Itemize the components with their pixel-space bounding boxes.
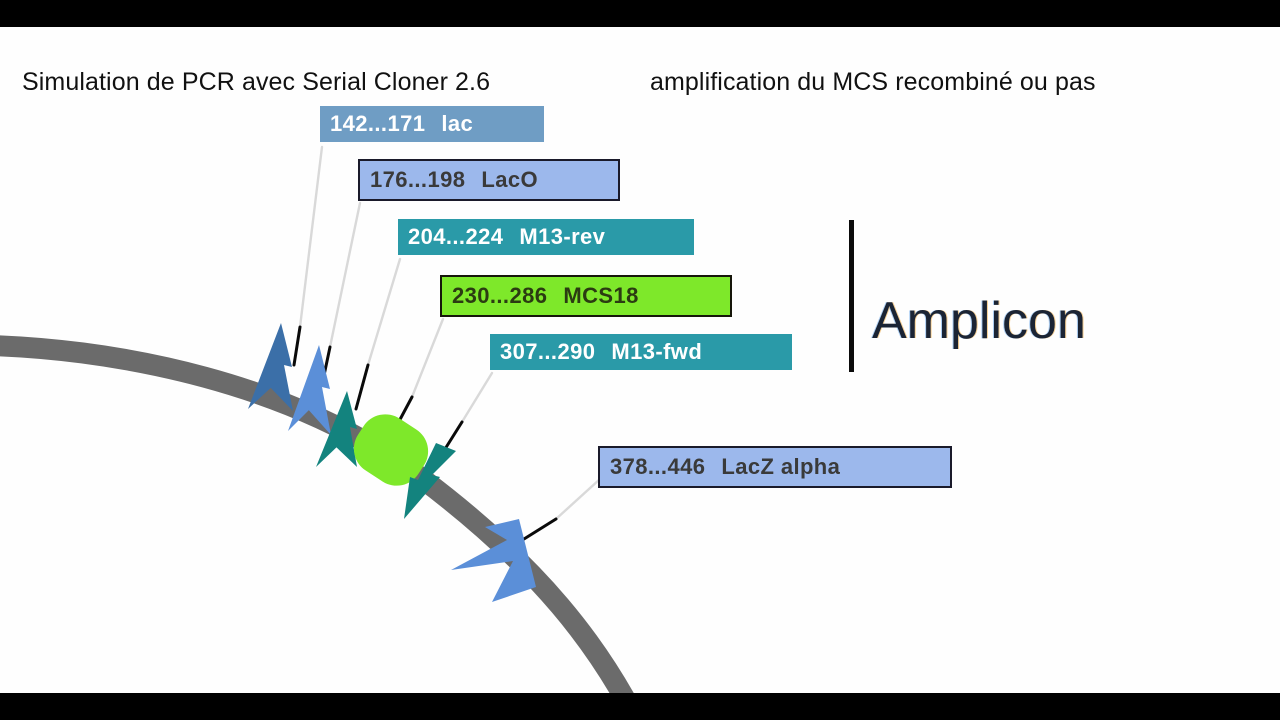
- feature-range-mcs18: 230...286: [452, 283, 548, 308]
- feature-range-lac: 142...171: [330, 111, 426, 136]
- plasmid-map: [0, 145, 634, 693]
- feature-name-lac: lac: [441, 111, 474, 136]
- page-title-left: Simulation de PCR avec Serial Cloner 2.6: [22, 68, 491, 96]
- arrow-m13rev-icon: [316, 391, 357, 467]
- feature-range-lacz-alpha: 378...446: [610, 454, 706, 479]
- leader-lines: [292, 145, 602, 541]
- feature-range-m13-rev: 204...224: [408, 224, 504, 249]
- arrow-lacz-icon: [451, 519, 536, 602]
- leader-lacz-dark: [522, 517, 558, 541]
- leader-mcs18-light: [410, 317, 445, 399]
- letterbox-bar-top: [0, 0, 1280, 27]
- arrow-lac-icon: [248, 323, 293, 411]
- amplicon-label: Amplicon: [872, 292, 1086, 350]
- region-mcs18-icon: [353, 414, 429, 486]
- feature-range-m13-fwd: 307...290: [500, 339, 596, 364]
- feature-label-lac[interactable]: 142...171 lac: [320, 106, 544, 142]
- leader-laco-light: [328, 201, 362, 349]
- feature-label-laco[interactable]: 176...198 LacO: [358, 159, 620, 201]
- leader-m13fwd-light: [460, 371, 494, 424]
- feature-label-m13-fwd[interactable]: 307...290 M13-fwd: [490, 334, 792, 370]
- leader-lac-dark: [292, 325, 302, 367]
- leader-lacz-light: [554, 477, 602, 521]
- feature-name-m13-rev: M13-rev: [519, 224, 606, 249]
- page-title-right: amplification du MCS recombiné ou pas: [650, 68, 1096, 96]
- feature-label-m13-rev[interactable]: 204...224 M13-rev: [398, 219, 694, 255]
- feature-arrows: [248, 323, 536, 602]
- leader-m13rev-light: [366, 257, 402, 367]
- arrow-m13fwd-icon: [404, 443, 456, 519]
- feature-name-mcs18: MCS18: [563, 283, 639, 308]
- feature-label-lacz-alpha[interactable]: 378...446 LacZ alpha: [598, 446, 952, 488]
- feature-label-mcs18[interactable]: 230...286 MCS18: [440, 275, 732, 317]
- feature-name-laco: LacO: [481, 167, 538, 192]
- feature-name-lacz-alpha: LacZ alpha: [721, 454, 841, 479]
- feature-range-laco: 176...198: [370, 167, 466, 192]
- arrow-laco-icon: [288, 345, 331, 435]
- letterbox-bar-bottom: [0, 693, 1280, 720]
- slide-stage: Simulation de PCR avec Serial Cloner 2.6…: [0, 27, 1280, 693]
- amplicon-span-bar: [849, 220, 854, 372]
- feature-name-m13-fwd: M13-fwd: [611, 339, 703, 364]
- leader-lac-light: [298, 145, 324, 329]
- leader-m13rev-dark: [354, 363, 370, 411]
